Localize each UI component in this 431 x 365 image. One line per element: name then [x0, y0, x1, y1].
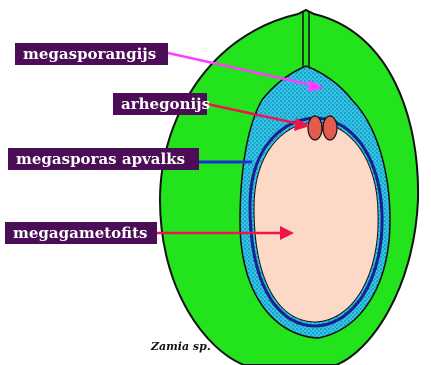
- label-megagametophyte: megagametofits: [5, 222, 157, 244]
- species-caption: Zamia sp.: [151, 340, 211, 353]
- archegonium-left: [308, 116, 322, 140]
- label-megasporangium: megasporangijs: [15, 43, 168, 65]
- label-archegonium: arhegonijs: [113, 93, 207, 115]
- archegonium-right: [323, 116, 337, 140]
- label-megaspore-wall: megasporas apvalks: [8, 148, 199, 170]
- megagametophyte: [254, 122, 378, 322]
